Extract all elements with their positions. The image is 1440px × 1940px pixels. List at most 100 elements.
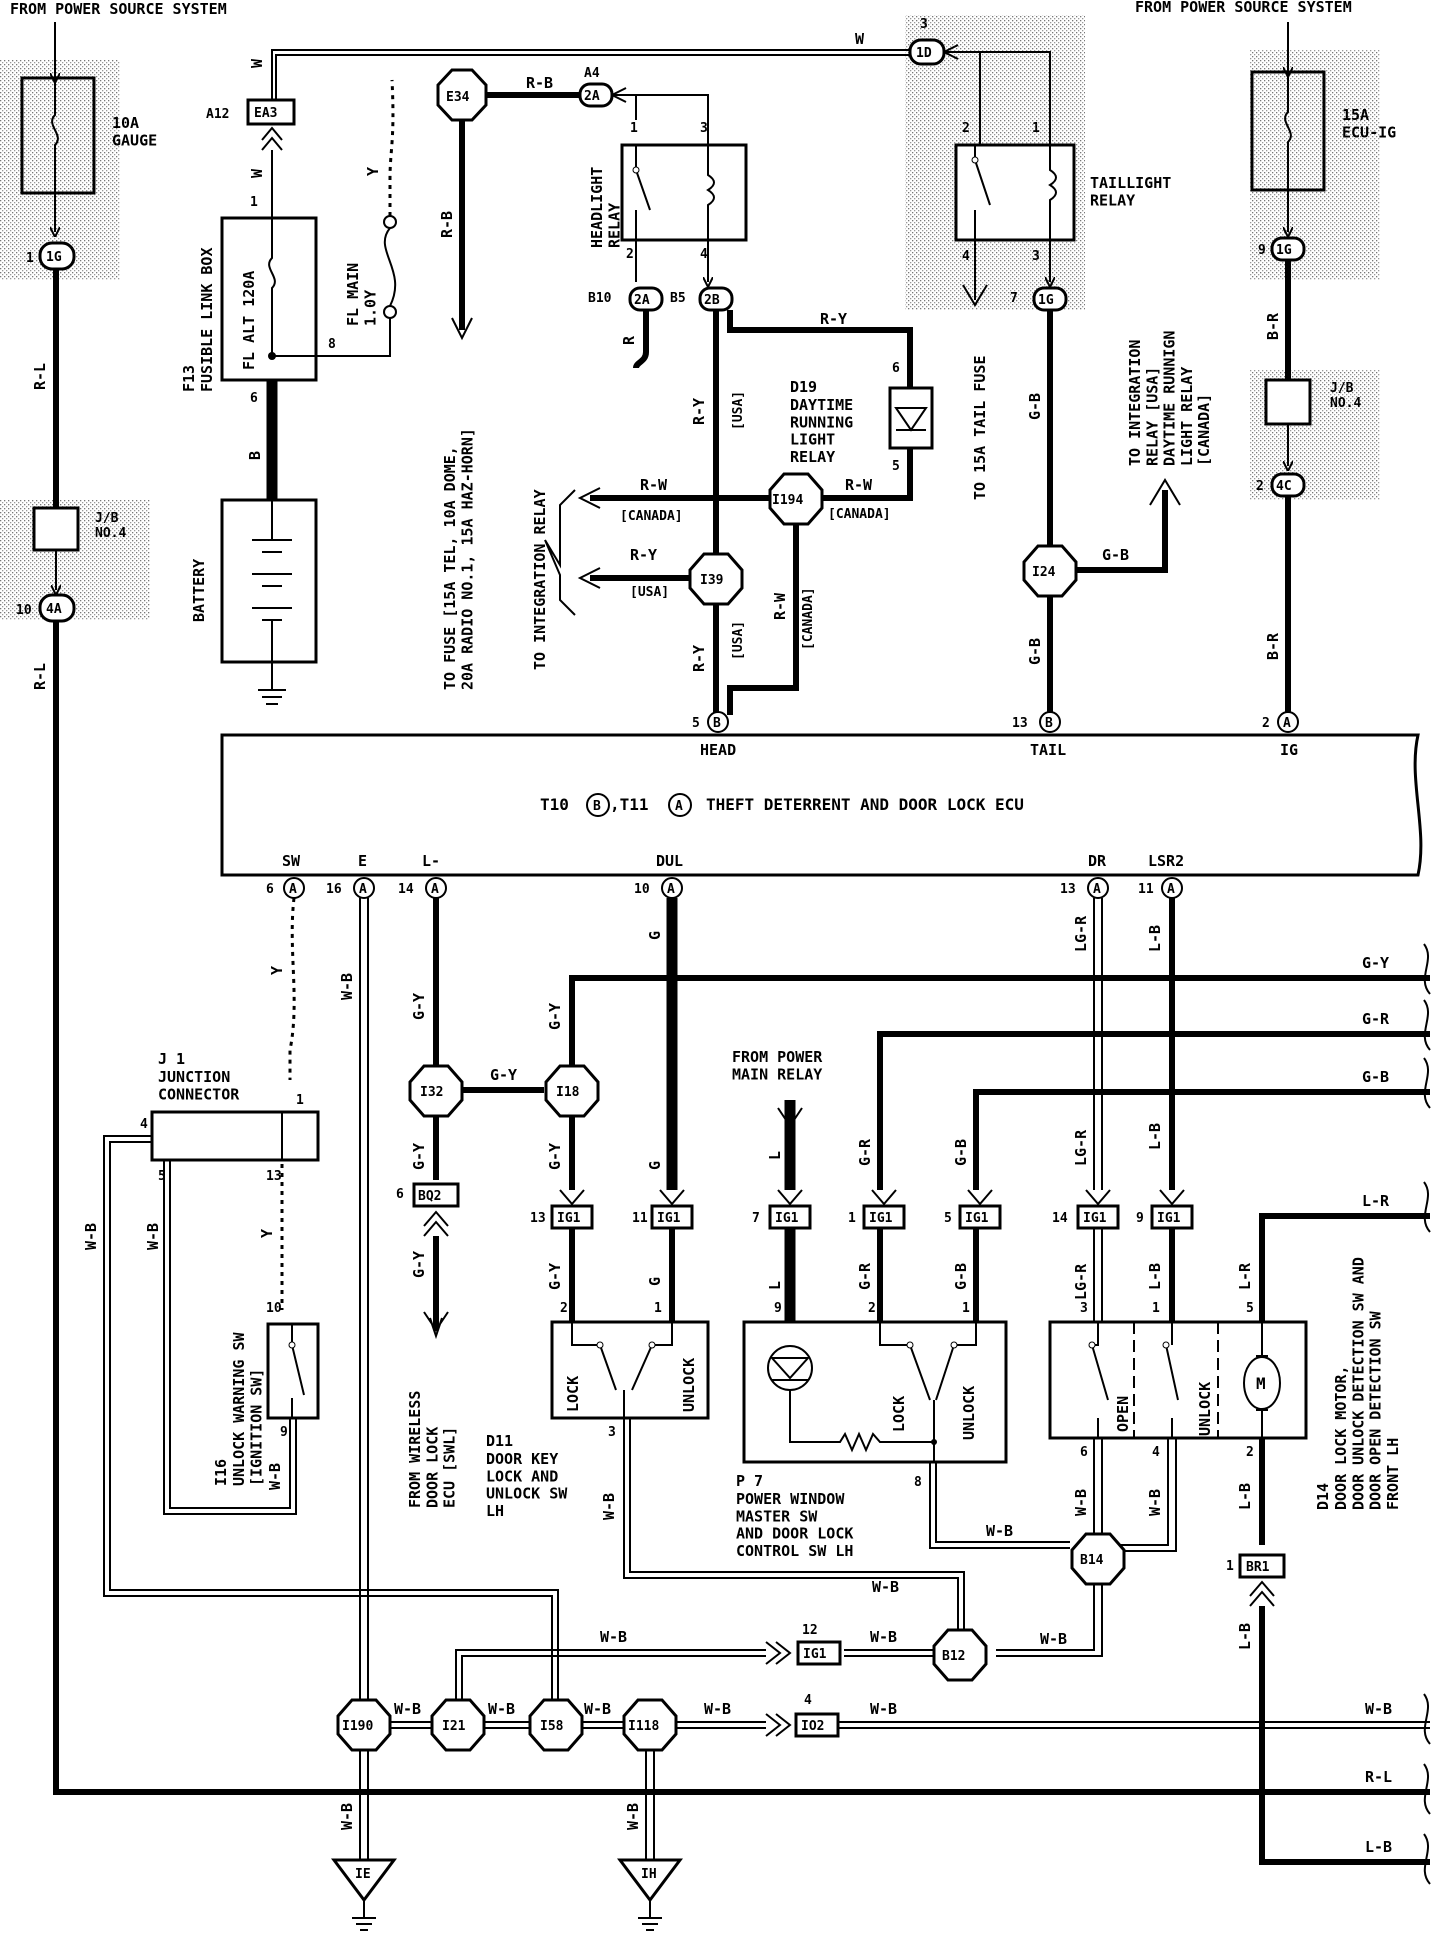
pin-1-hr: 1 (630, 121, 638, 136)
wire-label-w-b-d11: W-B (600, 1493, 618, 1520)
connector-ig1-7: IG1 (775, 1211, 799, 1226)
wire-label-l-b-2: L-B (1146, 1123, 1164, 1150)
ecu-terminal-dul: DUL (656, 852, 683, 870)
connector-2a: 2A (628, 286, 664, 312)
wire-label-g-1: G (646, 931, 664, 940)
pin-14-l: 14 (398, 882, 414, 897)
fuse-10a-gauge (20, 76, 96, 195)
connector-i194-label: I194 (772, 493, 803, 508)
ecu-connector-b-head: B (707, 711, 729, 733)
motor-icon: M (1256, 1374, 1266, 1393)
wire-label-w-b-bus-2: W-B (488, 1700, 515, 1718)
pin-5-head: 5 (692, 716, 700, 731)
wire-label-g-y-7: G-Y (546, 1143, 564, 1170)
wire-label-y-2: Y (268, 966, 286, 975)
ecu-connector-a-sw: A (289, 882, 297, 897)
wire-label-w-b-bus-4: W-B (704, 1700, 731, 1718)
wire-label-r-l-1: R-L (31, 363, 49, 390)
wire-label-w-b-bus-3: W-B (584, 1700, 611, 1718)
pin-a12: A12 (206, 107, 229, 122)
ground-ih-label: IH (641, 1867, 657, 1882)
ecu-connector-a-l: A (431, 882, 439, 897)
connector-i24-label: I24 (1032, 565, 1056, 580)
wire-label-g-y-2: G-Y (490, 1066, 517, 1084)
ground-ih: IH (617, 1858, 683, 1931)
battery-label: BATTERY (190, 559, 208, 622)
connector-ig1-5: IG1 (965, 1211, 989, 1226)
wire-label-w-b-d11-2: W-B (872, 1578, 899, 1596)
i16-desc: UNLOCK WARNING SW[IGNITION SW] (230, 1332, 265, 1486)
connector-1g-mid-label: 1G (1038, 293, 1054, 308)
connector-i118: I118 (622, 1698, 678, 1752)
pin-1-p7: 1 (962, 1301, 970, 1316)
ecu-terminal-ig: IG (1280, 741, 1298, 759)
jb-no4-left (32, 506, 80, 552)
wire-label-g-r-3: G-R (856, 1262, 874, 1290)
note-from-wireless: FROM WIRELESSDOOR LOCKECU [SWL] (406, 1391, 459, 1508)
connector-1d: 1D (908, 38, 946, 66)
connector-io2: IO2 (794, 1712, 840, 1738)
connector-b14-label: B14 (1080, 1553, 1104, 1568)
ecu-terminal-tail: TAIL (1030, 741, 1066, 759)
connector-1g-left: 1G (38, 241, 76, 271)
connector-i24: I24 (1022, 544, 1078, 598)
connector-4c-label: 4C (1276, 479, 1292, 494)
pin-13-tail: 13 (1012, 716, 1028, 731)
connector-ea3-label: EA3 (254, 106, 277, 121)
d11-unlock-label: UNLOCK (680, 1358, 698, 1412)
pin-14-ig1: 14 (1052, 1211, 1068, 1226)
connector-i190: I190 (336, 1698, 392, 1752)
wire-label-l-b-6: L-B (1365, 1838, 1392, 1856)
connector-i18: I18 (544, 1064, 600, 1118)
pin-10-i16: 10 (266, 1301, 282, 1316)
wire-label-g-b-2: G-B (1102, 546, 1129, 564)
pin-2-tr: 2 (962, 121, 970, 136)
ecu-terminal-head: HEAD (700, 741, 736, 759)
pin-3-tr: 3 (1032, 249, 1040, 264)
wire-label-w-b-i16: W-B (266, 1463, 284, 1490)
connector-2a-label: 2A (634, 293, 650, 308)
pin-5-ig1: 5 (944, 1211, 952, 1226)
pin-11-ig1: 11 (632, 1211, 648, 1226)
pin-5-d14: 5 (1246, 1301, 1254, 1316)
wire-label-r-l-3: R-L (1365, 1768, 1392, 1786)
pin-1-j1: 1 (296, 1093, 304, 1108)
connector-b14: B14 (1070, 1532, 1126, 1586)
pin-1-d11: 1 (654, 1301, 662, 1316)
wire-label-r-y-3: R-Y (630, 546, 657, 564)
connector-bq2: BQ2 (412, 1182, 460, 1208)
connector-i194: I194 (768, 472, 824, 526)
pin-4-io2: 4 (804, 1693, 812, 1708)
pin-4-hr: 4 (700, 247, 708, 262)
header-right: FROM POWER SOURCE SYSTEM (1135, 0, 1352, 16)
jb-no4-right (1264, 378, 1312, 426)
ecu-terminal-lsr2: LSR2 (1148, 852, 1184, 870)
theft-deterrent-ecu (220, 733, 1423, 877)
ecu-title-mid: ,T11 (610, 795, 649, 814)
connector-e34: E34 (436, 68, 488, 122)
connector-i58: I58 (528, 1698, 584, 1752)
connector-1g-left-label: 1G (46, 250, 62, 265)
wire-label-r-b-2: R-B (438, 211, 456, 238)
wire-label-g-r-1: G-R (1362, 1010, 1390, 1028)
connector-i32-label: I32 (420, 1085, 443, 1100)
wire-label-g-y-3: G-Y (410, 1143, 428, 1170)
pin-9-i16: 9 (280, 1425, 288, 1440)
connector-br1-label: BR1 (1246, 1560, 1270, 1575)
connector-i118-label: I118 (628, 1719, 659, 1734)
connector-i21-label: I21 (442, 1719, 466, 1734)
wire-label-l-b-3: L-B (1146, 1263, 1164, 1290)
ecu-terminal-dr: DR (1088, 852, 1107, 870)
ecu-terminal-e: E (358, 852, 367, 870)
tag-usa-2: [USA] (630, 585, 669, 600)
pin-4-d14: 4 (1152, 1445, 1160, 1460)
wire-label-y-3: Y (258, 1229, 276, 1238)
pin-a4: A4 (584, 66, 600, 81)
connector-ig1-row: IG1 IG1 IG1 IG1 IG1 IG1 IG1 (550, 1189, 1194, 1230)
wire-label-lg-r-1: LG-R (1072, 915, 1090, 952)
tag-usa-3: [USA] (731, 621, 746, 660)
